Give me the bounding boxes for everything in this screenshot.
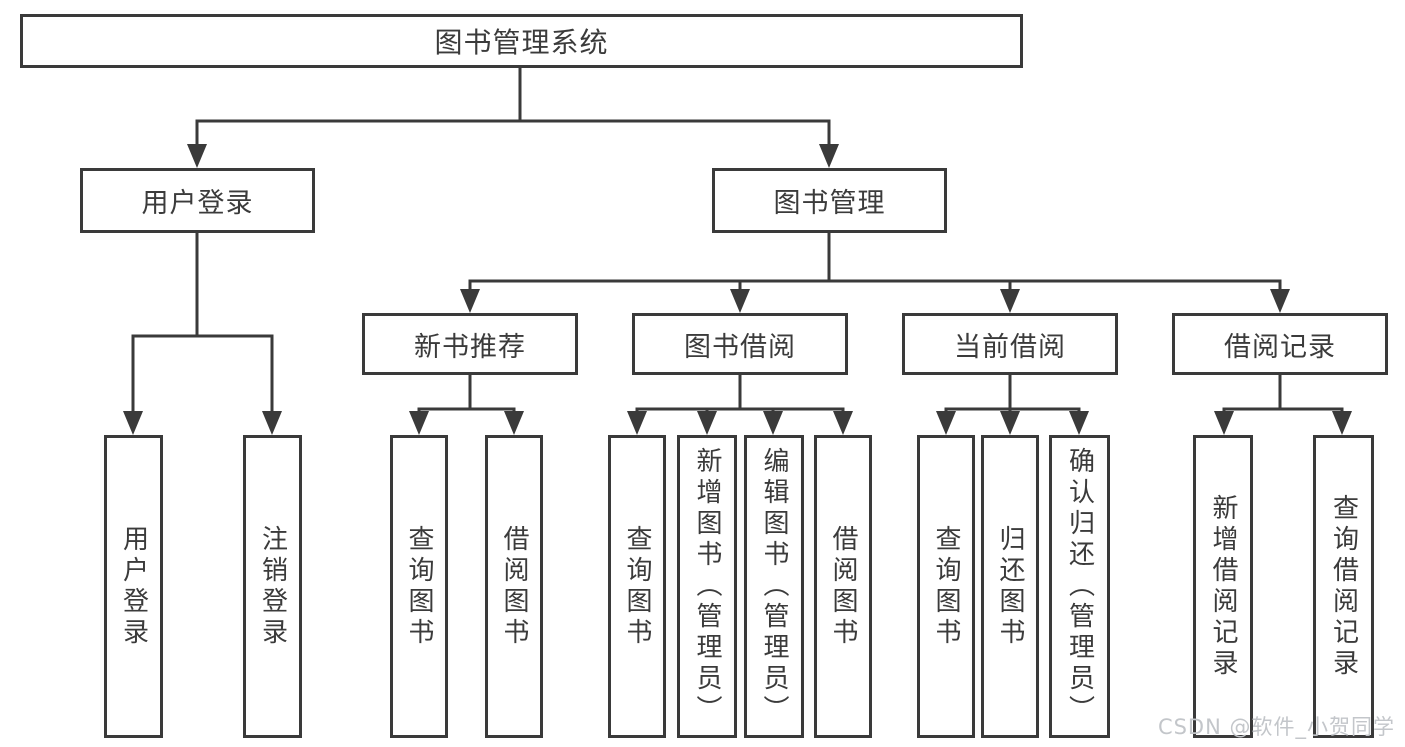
node-add-borrow-record: 新增借阅记录 <box>1193 435 1253 738</box>
node-label: 新增图书（管理员） <box>692 447 722 726</box>
node-confirm-return-admin: 确认归还（管理员） <box>1049 435 1110 738</box>
node-label: 当前借阅 <box>954 331 1066 363</box>
node-borrow-books-borrowing: 借阅图书 <box>814 435 872 738</box>
node-add-book-admin: 新增图书（管理员） <box>677 435 737 738</box>
node-label: 图书管理 <box>773 188 886 219</box>
node-label: 查询图书 <box>931 524 961 649</box>
node-query-books-borrowing: 查询图书 <box>608 435 666 738</box>
node-library-management-system: 图书管理系统 <box>20 14 1023 68</box>
node-edit-book-admin: 编辑图书（管理员） <box>744 435 804 738</box>
arrowheads <box>123 144 1352 435</box>
node-label: 注销登录 <box>257 524 288 649</box>
node-label: 新书推荐 <box>414 331 526 363</box>
node-user-login: 用户登录 <box>80 168 315 233</box>
node-current-borrowing: 当前借阅 <box>902 313 1118 375</box>
node-query-borrow-record: 查询借阅记录 <box>1313 435 1374 738</box>
node-label: 查询借阅记录 <box>1328 493 1359 680</box>
node-borrow-books-recommend: 借阅图书 <box>485 435 543 738</box>
node-user-login-action: 用户登录 <box>104 435 163 738</box>
node-label: 图书借阅 <box>684 331 796 363</box>
node-logout-action: 注销登录 <box>243 435 302 738</box>
node-book-borrowing: 图书借阅 <box>632 313 848 375</box>
node-label: 查询图书 <box>404 524 434 649</box>
node-label: 新增借阅记录 <box>1208 493 1238 680</box>
node-query-books-current: 查询图书 <box>917 435 975 738</box>
node-label: 确认归还（管理员） <box>1064 447 1095 726</box>
node-label: 归还图书 <box>995 524 1025 649</box>
node-new-book-recommendation: 新书推荐 <box>362 313 578 375</box>
node-book-management: 图书管理 <box>712 168 947 233</box>
node-label: 借阅记录 <box>1224 331 1336 363</box>
node-label: 借阅图书 <box>499 524 529 649</box>
node-label: 查询图书 <box>622 524 652 649</box>
node-query-books-recommend: 查询图书 <box>390 435 448 738</box>
node-label: 用户登录 <box>118 524 149 649</box>
node-label: 编辑图书（管理员） <box>759 447 789 726</box>
node-borrowing-records: 借阅记录 <box>1172 313 1388 375</box>
node-label: 图书管理系统 <box>434 26 609 59</box>
node-label: 借阅图书 <box>828 524 858 649</box>
node-label: 用户登录 <box>141 188 254 219</box>
node-return-books: 归还图书 <box>981 435 1039 738</box>
